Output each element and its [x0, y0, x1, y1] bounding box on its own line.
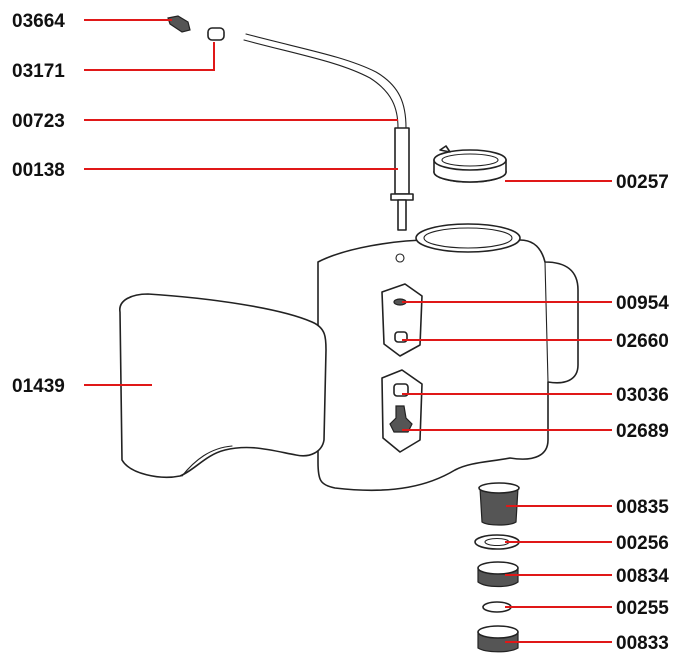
tank-shield-fold [181, 445, 233, 477]
nut-00833-top [477, 625, 519, 639]
tube-collar [390, 193, 414, 201]
tank-cap-inner [441, 153, 499, 167]
callout-00833: 00833 [616, 633, 669, 653]
tube-stem [397, 199, 407, 231]
callout-00835: 00835 [616, 497, 669, 518]
tank-cap-tab [439, 145, 451, 153]
tank-neck [415, 223, 521, 253]
callout-00256: 00256 [616, 533, 669, 554]
leader-03171 [84, 42, 215, 71]
nut-00834-top [477, 561, 519, 575]
fitting-03171 [207, 27, 225, 41]
strainer-rim [478, 482, 520, 494]
vent-hose [243, 39, 399, 129]
callout-03171: 03171 [12, 61, 65, 82]
callout-00723: 00723 [12, 111, 65, 132]
valve-02689 [389, 405, 413, 433]
tank-cap-top [433, 149, 507, 171]
callout-02660: 02660 [616, 331, 669, 352]
tank-neck-inner [423, 227, 513, 249]
callout-00954: 00954 [616, 293, 669, 314]
callout-01439: 01439 [12, 376, 65, 397]
callout-00138: 00138 [12, 160, 65, 181]
callout-00834: 00834 [616, 566, 669, 587]
callout-03664: 03664 [12, 11, 65, 32]
callout-03036: 03036 [616, 385, 669, 406]
tank-top-boss [395, 253, 405, 263]
upper-fitting-plate [381, 283, 423, 357]
tank-body [317, 239, 579, 492]
tank-shield [119, 293, 327, 479]
tube-00138 [394, 127, 410, 195]
tank-side-bulge [544, 261, 549, 383]
callout-00255: 00255 [616, 598, 669, 619]
vent-hose-edge [245, 33, 407, 129]
callout-02689: 02689 [616, 421, 669, 442]
fitting-03664 [167, 15, 191, 33]
strainer-00835 [479, 487, 519, 526]
callout-00257: 00257 [616, 172, 669, 193]
